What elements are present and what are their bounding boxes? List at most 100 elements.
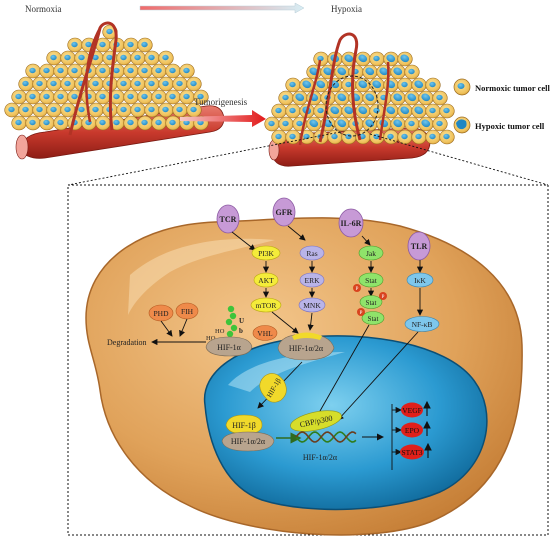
phospho-p3: P (357, 308, 365, 316)
hypoxic-tumor-cell (439, 129, 455, 145)
svg-text:STAT3: STAT3 (401, 448, 422, 457)
node-ras: Ras (299, 245, 325, 261)
receptor-tcr: TCR (216, 204, 240, 234)
normoxic-tumor-cell (144, 76, 160, 92)
receptor-il6r: IL-6R (338, 208, 364, 238)
hypoxic-tumor-cell (264, 116, 280, 132)
normoxic-tumor-cell (39, 89, 55, 105)
hypoxic-tumor-cell (432, 90, 448, 106)
normoxic-tumor-cell (67, 37, 83, 53)
normoxic-tumor-cell (18, 102, 34, 118)
normoxic-tumor-cell (53, 63, 69, 79)
svg-text:MNK: MNK (303, 301, 321, 310)
hypoxic-tumor-cell (390, 64, 406, 80)
dna-strand-line (295, 431, 357, 443)
normoxic-tumor-cell (186, 76, 202, 92)
arrow-mnk-hif (307, 312, 314, 331)
svg-text:PI3K: PI3K (258, 249, 274, 258)
tumorigenesis-arrow (180, 110, 266, 127)
normoxic-tumor-cell (151, 89, 167, 105)
normoxic-tumor-cell (60, 50, 76, 66)
ub-b-label: b (239, 327, 243, 335)
normoxic-tumor-cell (130, 50, 146, 66)
hypoxic-tumor-cell (439, 103, 455, 119)
progression-arrow (139, 2, 305, 14)
normoxic-tumor-cell (11, 115, 27, 131)
normoxic-tumor-cell (109, 115, 125, 131)
normoxic-tumor-cell (53, 89, 69, 105)
enzyme-fih: FIH (175, 302, 199, 320)
svg-text:HIF-1α: HIF-1α (217, 343, 242, 352)
hypoxic-tumor-cell (390, 116, 406, 132)
normoxic-tumor-cell (172, 76, 188, 92)
node-stat-3: Stat (361, 311, 385, 325)
normoxic-tumor-cell (18, 76, 34, 92)
node-mnk: MNK (298, 297, 326, 313)
hypoxic-tumor-cell (292, 90, 308, 106)
svg-text:P: P (356, 287, 359, 292)
node-akt: AKT (253, 272, 279, 288)
hypoxic-tumor-cell (397, 77, 413, 93)
node-nfkb: NF-κB (404, 316, 440, 332)
zoom-line-right (369, 133, 549, 186)
arrow-tcr-pi3k (231, 231, 256, 251)
hypoxic-tumor-cell (425, 77, 441, 93)
normoxic-tumor-cell (144, 102, 160, 118)
hypoxic-tumor-cell (397, 103, 413, 119)
hypoxic-tumor-cell (327, 103, 343, 119)
hypoxic-tumor-cell (404, 64, 420, 80)
normoxic-capillary-2 (85, 27, 102, 123)
normoxic-tumor-cell (109, 89, 125, 105)
normoxic-tumor-cell (158, 76, 174, 92)
target-epo: EPO (401, 420, 431, 438)
normoxic-tumor-cell (186, 102, 202, 118)
svg-text:Stat: Stat (365, 276, 378, 285)
hypoxic-tumor-cell (334, 90, 350, 106)
receptor-tlr: TLR (407, 231, 431, 261)
normoxic-tumor-cell (67, 63, 83, 79)
normoxic-tumor-cell (144, 50, 160, 66)
hypoxic-tumor-cell (383, 129, 399, 145)
hypoxic-tumor-cell (341, 77, 357, 93)
hypoxic-tumor-cell (348, 90, 364, 106)
svg-text:P: P (360, 311, 363, 316)
svg-text:HIF-1α/2α: HIF-1α/2α (231, 437, 266, 446)
phospho-p2: P (379, 292, 387, 300)
normoxic-tumor-cell (193, 89, 209, 105)
svg-text:VHL: VHL (257, 329, 273, 338)
svg-text:Stat: Stat (368, 315, 379, 323)
hif1a-degraded: HIF-1α (205, 336, 253, 357)
normoxic-tumor-cell (137, 115, 153, 131)
node-ikk: IκK (406, 272, 434, 288)
hif-alpha-nucleus: HIF-1α/2α (221, 431, 275, 452)
hypoxic-tumor-cell (285, 77, 301, 93)
normoxic-tumor-cell (46, 76, 62, 92)
svg-text:EPO: EPO (405, 426, 420, 435)
hypoxia-label: Hypoxia (331, 4, 362, 14)
svg-text:VEGF: VEGF (402, 406, 422, 415)
normoxic-tumor-cell (88, 76, 104, 92)
gfr-label: GFR (276, 208, 293, 217)
normoxic-tumor-cell (158, 102, 174, 118)
svg-text:HIF-1α/2α: HIF-1α/2α (289, 344, 324, 353)
normoxic-tumor-cell (25, 89, 41, 105)
normoxic-tumor-cell (130, 102, 146, 118)
hypoxic-tumor-cell (376, 90, 392, 106)
hypoxic-tumor-cell (362, 90, 378, 106)
normoxic-tumor-cell (116, 102, 132, 118)
target-stat3: STAT3 (400, 442, 432, 460)
normoxic-tumor-cell (88, 102, 104, 118)
arrow-gfr-ras (287, 225, 306, 241)
dna-hif-label: HIF-1α/2α (303, 453, 338, 462)
hypoxic-tumor-cell (355, 77, 371, 93)
svg-text:ERK: ERK (305, 276, 321, 285)
hypoxic-tumor-cell (362, 64, 378, 80)
hypoxic-tumor-cell (411, 129, 427, 145)
hypoxic-tumor-cell (411, 103, 427, 119)
node-stat-1: Stat (358, 272, 384, 288)
detail-frame (67, 184, 549, 536)
enzyme-phd: PHD (148, 304, 174, 322)
hypoxic-focus-ring (325, 75, 379, 137)
normoxic-tumor-cell (179, 63, 195, 79)
arrow-il6r-jak (361, 235, 371, 246)
